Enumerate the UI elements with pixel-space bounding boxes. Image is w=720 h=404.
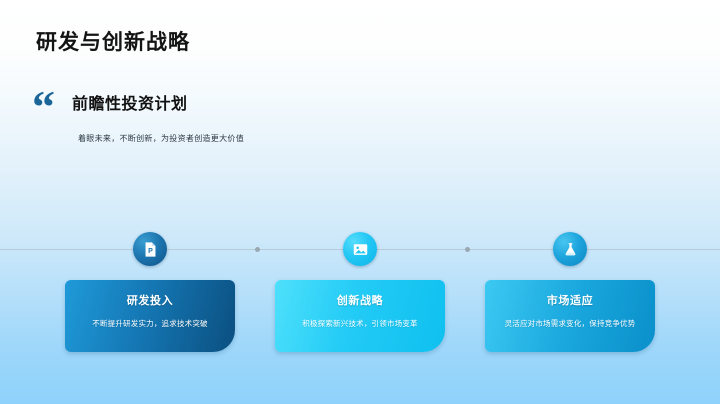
card-description: 灵活应对市场需求变化，保持竞争优势 (504, 319, 636, 328)
page-title: 研发与创新战略 (36, 31, 190, 54)
image-icon (352, 241, 369, 258)
quote-heading: 前瞻性投资计划 (72, 96, 188, 113)
card-description: 积极探索新兴技术，引领市场变革 (302, 319, 418, 328)
svg-text:P: P (148, 247, 153, 255)
timeline-dot-1 (255, 247, 260, 252)
card-description: 不断提升研发实力，追求技术突破 (92, 319, 208, 328)
timeline-node-2[interactable] (343, 232, 377, 266)
card-market-adaptation[interactable]: 市场适应 灵活应对市场需求变化，保持竞争优势 (485, 280, 655, 352)
flask-icon (562, 241, 579, 258)
quote-subtitle: 着眼未来，不断创新，为投资者创造更大价值 (78, 134, 244, 143)
timeline-dot-2 (465, 247, 470, 252)
card-title: 创新战略 (336, 295, 384, 307)
quote-mark-glyph: “ (32, 81, 55, 132)
quote-row: “ 前瞻性投资计划 (32, 81, 462, 132)
quote-block: “ 前瞻性投资计划 着眼未来，不断创新，为投资者创造更大价值 (32, 81, 462, 144)
file-p-icon: P (142, 241, 159, 258)
timeline-node-3[interactable] (553, 232, 587, 266)
card-title: 市场适应 (546, 295, 594, 307)
card-innovation-strategy[interactable]: 创新战略 积极探索新兴技术，引领市场变革 (275, 280, 445, 352)
timeline-node-1[interactable]: P (133, 232, 167, 266)
card-rd-investment[interactable]: 研发投入 不断提升研发实力，追求技术突破 (65, 280, 235, 352)
card-title: 研发投入 (126, 295, 174, 307)
quote-mark-icon: “ (32, 81, 72, 132)
